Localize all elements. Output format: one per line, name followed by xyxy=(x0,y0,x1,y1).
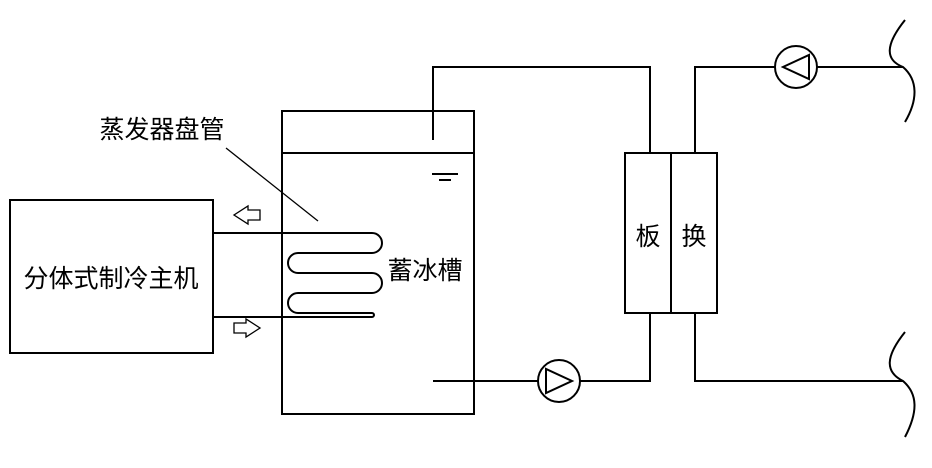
pump2-circle xyxy=(774,45,818,89)
coil-leader-line xyxy=(225,147,319,222)
coil-label: 蒸发器盘管 xyxy=(99,115,224,144)
arrow-left-icon xyxy=(232,204,261,226)
hx-left-label: 板 xyxy=(635,222,660,251)
break-line-bottom xyxy=(888,331,916,438)
tank-body xyxy=(281,110,475,415)
chiller-unit: 分体式制冷主机 xyxy=(9,199,214,354)
refrigerant-pipes xyxy=(213,232,372,318)
tank-inlet-pipe-b xyxy=(580,313,651,382)
flow-arrows xyxy=(232,204,262,339)
pump-circle xyxy=(537,359,581,403)
hx-right-label: 换 xyxy=(681,222,706,251)
pump-arrow-icon xyxy=(545,367,575,395)
secondary-supply-pipe-a xyxy=(694,66,775,153)
ice-storage-tank: 蓄冰槽 xyxy=(281,110,475,415)
primary-pump xyxy=(537,359,581,403)
break-line-top xyxy=(888,19,916,123)
tank-label: 蓄冰槽 xyxy=(387,256,462,285)
evaporator-coil xyxy=(213,232,383,318)
plate-heat-exchanger: 板 换 xyxy=(624,152,718,314)
secondary-return-pipe xyxy=(694,313,903,382)
tank-outlet-pipe xyxy=(432,66,651,153)
chiller-box xyxy=(9,199,214,354)
coil-callout: 蒸发器盘管 xyxy=(99,115,319,222)
pump2-arrow-icon xyxy=(780,53,810,81)
arrow-right-icon xyxy=(233,317,262,339)
secondary-pump xyxy=(774,45,818,89)
chiller-label: 分体式制冷主机 xyxy=(23,264,198,293)
